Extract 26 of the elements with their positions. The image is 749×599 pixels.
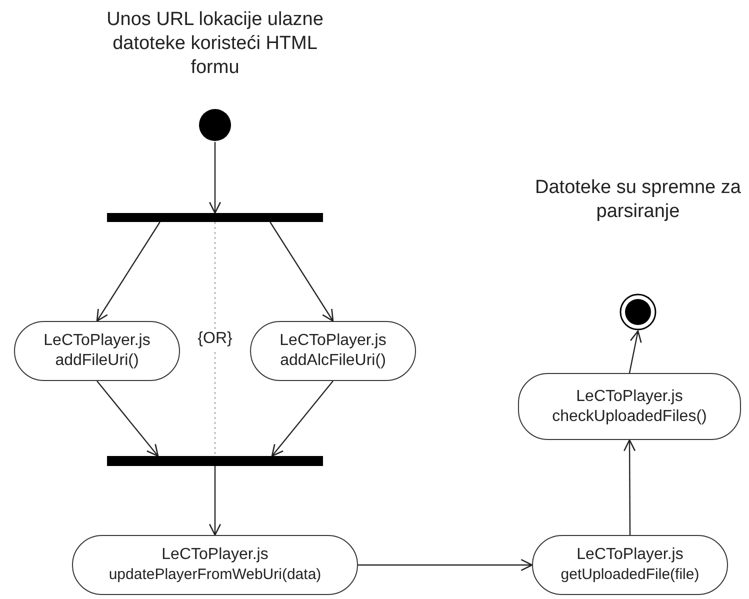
synchronization-bar — [107, 456, 323, 466]
arrow — [270, 222, 334, 322]
edge-label: {OR} — [196, 329, 234, 349]
state-caption: Datoteke su spremne za parsiranje — [534, 176, 742, 224]
arrow — [358, 558, 533, 572]
method-name: addAlcFileUri() — [280, 351, 386, 371]
action-node — [518, 373, 741, 440]
method-name: updatePlayerFromWebUri(data) — [108, 565, 322, 585]
method-name: getUploadedFile(file) — [560, 565, 700, 585]
state-caption: Unos URL lokacije ulazne datoteke koristeći HTML formu — [106, 8, 324, 80]
synchronization-bar — [107, 213, 323, 222]
method-name: checkUploadedFiles() — [552, 406, 707, 426]
connector-line — [214, 222, 216, 456]
arrow — [628, 330, 642, 374]
arrow — [271, 380, 334, 457]
class-name: LeCToPlayer.js — [576, 545, 684, 565]
class-name: LeCToPlayer.js — [576, 386, 683, 406]
arrow — [96, 380, 159, 457]
method-name: addFileUri() — [55, 351, 139, 371]
arrow — [208, 142, 222, 214]
class-name: LeCToPlayer.js — [162, 545, 268, 565]
class-name: LeCToPlayer.js — [44, 331, 150, 351]
arrow — [208, 466, 222, 536]
arrow — [624, 439, 636, 535]
arrow — [96, 222, 160, 322]
class-name: LeCToPlayer.js — [280, 331, 386, 351]
